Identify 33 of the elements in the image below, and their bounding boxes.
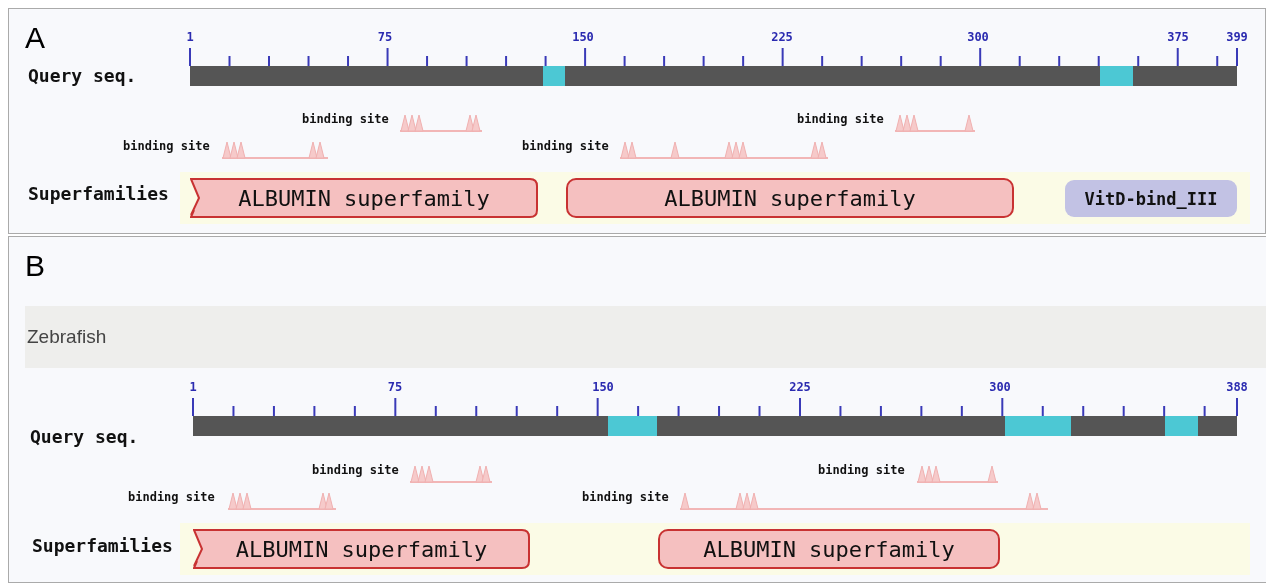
tick-label: 388 — [1226, 380, 1248, 394]
tick-label: 399 — [1226, 30, 1248, 44]
site-label: binding site — [522, 139, 609, 153]
tick-label: 1 — [186, 30, 194, 44]
row-label: Query seq. — [30, 426, 139, 447]
site-label: binding site — [818, 463, 905, 477]
tick-label: 225 — [789, 380, 811, 394]
domain-box: VitD-bind_III — [1065, 180, 1237, 217]
panel-letter: B — [25, 249, 45, 283]
panel-letter: A — [25, 21, 45, 55]
tick-label: 300 — [967, 30, 989, 44]
site-label: binding site — [302, 112, 389, 126]
tick-label: 225 — [771, 30, 793, 44]
site-label: binding site — [128, 490, 215, 504]
site-label: binding site — [797, 112, 884, 126]
domain-box: ALBUMIN superfamily — [658, 529, 1000, 569]
tick-label: 75 — [377, 30, 393, 44]
row-label: Query seq. — [28, 65, 137, 86]
row-label: Superfamilies — [28, 183, 169, 204]
domain-box: ALBUMIN superfamily — [193, 529, 530, 569]
site-label: binding site — [312, 463, 399, 477]
domain-box: ALBUMIN superfamily — [566, 178, 1014, 218]
domain-box: ALBUMIN superfamily — [190, 178, 538, 218]
tick-label: 150 — [572, 30, 594, 44]
site-label: binding site — [123, 139, 210, 153]
tick-label: 75 — [387, 380, 403, 394]
tick-label: 300 — [989, 380, 1011, 394]
site-label: binding site — [582, 490, 669, 504]
tick-label: 375 — [1167, 30, 1189, 44]
row-label: Superfamilies — [32, 535, 173, 556]
tick-label: 150 — [592, 380, 614, 394]
tick-label: 1 — [189, 380, 197, 394]
species-band: Zebrafish — [25, 306, 1266, 368]
